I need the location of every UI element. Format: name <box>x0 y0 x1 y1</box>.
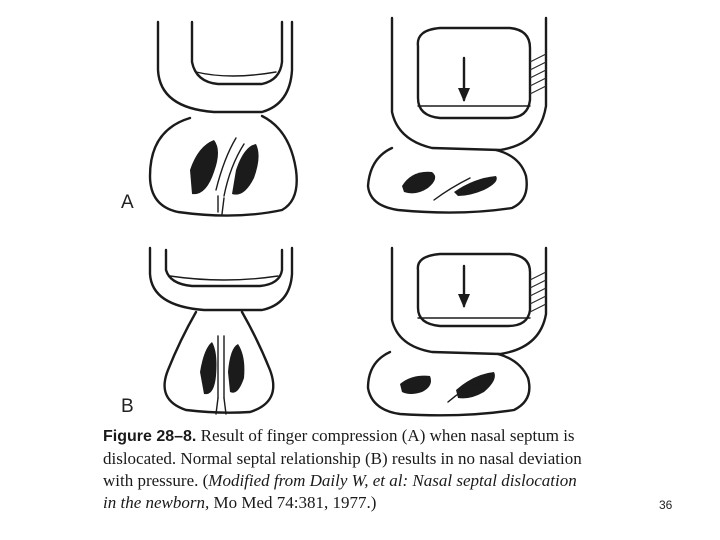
compressing-finger-icon <box>392 248 546 354</box>
panel-label-b: B <box>121 396 134 418</box>
panel-b-right-drawing <box>368 248 546 415</box>
panel-b-left-drawing <box>150 248 292 414</box>
compressed-nose-icon <box>368 352 529 415</box>
nose-normal-septum-icon <box>165 312 274 414</box>
panel-label-a: A <box>121 192 134 214</box>
finger-icon <box>158 22 292 112</box>
page-number: 36 <box>659 498 672 512</box>
down-arrow-icon <box>458 266 470 308</box>
caption-close: ) <box>371 493 377 512</box>
finger-icon <box>150 248 292 310</box>
panel-a-right-drawing <box>368 18 546 213</box>
down-arrow-icon <box>458 58 470 102</box>
nose-deviated-septum-icon <box>150 116 297 216</box>
nail-shading <box>530 272 546 312</box>
figure-number: Figure 28–8. <box>103 428 196 445</box>
caption-credit-citation: Mo Med 74:381, 1977. <box>209 493 371 512</box>
figure-caption: Figure 28–8. Result of finger compressio… <box>103 425 583 514</box>
compressing-finger-icon <box>392 18 546 150</box>
nail-shading <box>530 54 546 94</box>
panel-a-left-drawing <box>150 22 297 216</box>
compressed-nose-icon <box>368 148 527 213</box>
